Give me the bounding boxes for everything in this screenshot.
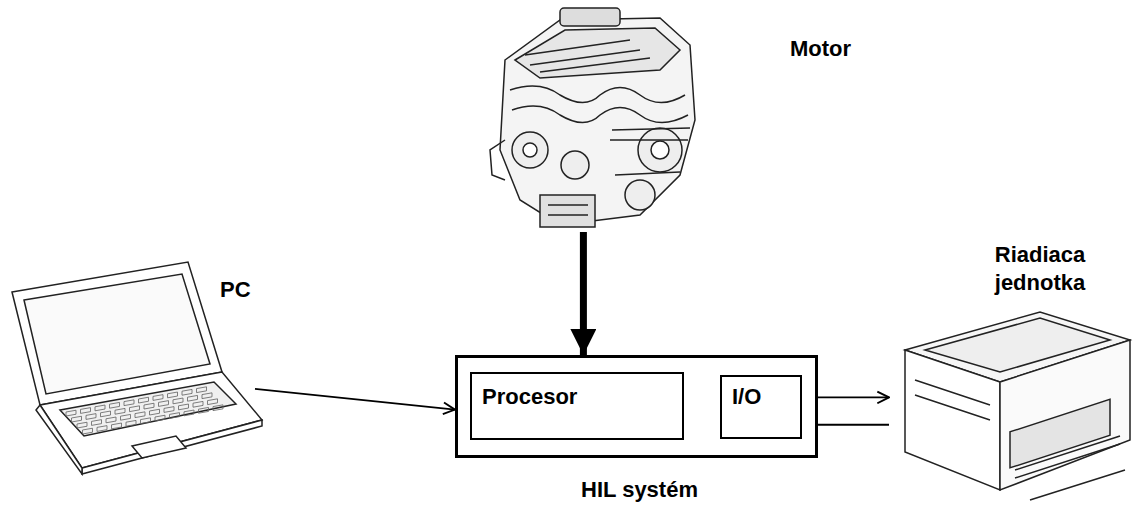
key: [164, 407, 174, 413]
key: [182, 389, 192, 395]
node-label: Procesor: [482, 383, 577, 411]
engine-node: Motor: [480, 5, 700, 232]
key: [106, 417, 116, 423]
key: [170, 413, 180, 419]
key: [86, 414, 96, 420]
io-box: I/O: [720, 375, 802, 439]
laptop-illustration: [12, 262, 262, 474]
key: [130, 406, 140, 412]
key: [188, 395, 198, 401]
key: [168, 392, 178, 398]
hil-box: HIL systémProcesorI/O: [455, 355, 818, 458]
node-label: Motor: [790, 35, 851, 63]
key: [144, 403, 154, 409]
key: [139, 397, 149, 403]
node-label: HIL systém: [458, 476, 821, 504]
key: [153, 395, 163, 401]
key: [159, 401, 169, 407]
key: [126, 420, 136, 426]
pc-node: PC: [5, 262, 255, 470]
key: [199, 407, 209, 413]
key: [83, 428, 93, 434]
key: [110, 402, 120, 408]
key: [92, 420, 102, 426]
key: [112, 423, 122, 429]
node-label: I/O: [732, 383, 761, 411]
keyboard-keys: [66, 387, 223, 434]
key: [77, 422, 87, 428]
connector-arrow: [580, 232, 587, 355]
connector-arrow: [255, 389, 455, 410]
key: [173, 398, 183, 404]
key: [81, 408, 91, 414]
key: [179, 404, 189, 410]
key: [213, 405, 223, 411]
ecu-illustration: [905, 312, 1130, 500]
key: [72, 416, 82, 422]
node-label: Riadiaca jednotka: [950, 241, 1130, 296]
key: [202, 393, 212, 399]
key: [150, 409, 160, 415]
processor-box: Procesor: [470, 372, 684, 440]
key: [184, 410, 194, 416]
key: [115, 408, 125, 414]
node-label: PC: [220, 276, 251, 304]
key: [97, 426, 107, 432]
key: [66, 410, 76, 416]
ecu-node: Riadiaca jednotka: [895, 305, 1132, 508]
key: [155, 415, 165, 421]
key: [135, 412, 145, 418]
key: [141, 418, 151, 424]
engine-illustration: [490, 8, 695, 227]
key: [197, 387, 207, 393]
key: [124, 400, 134, 406]
key: [208, 399, 218, 405]
key: [101, 411, 111, 417]
key: [95, 405, 105, 411]
key: [121, 414, 131, 420]
key: [193, 401, 203, 407]
